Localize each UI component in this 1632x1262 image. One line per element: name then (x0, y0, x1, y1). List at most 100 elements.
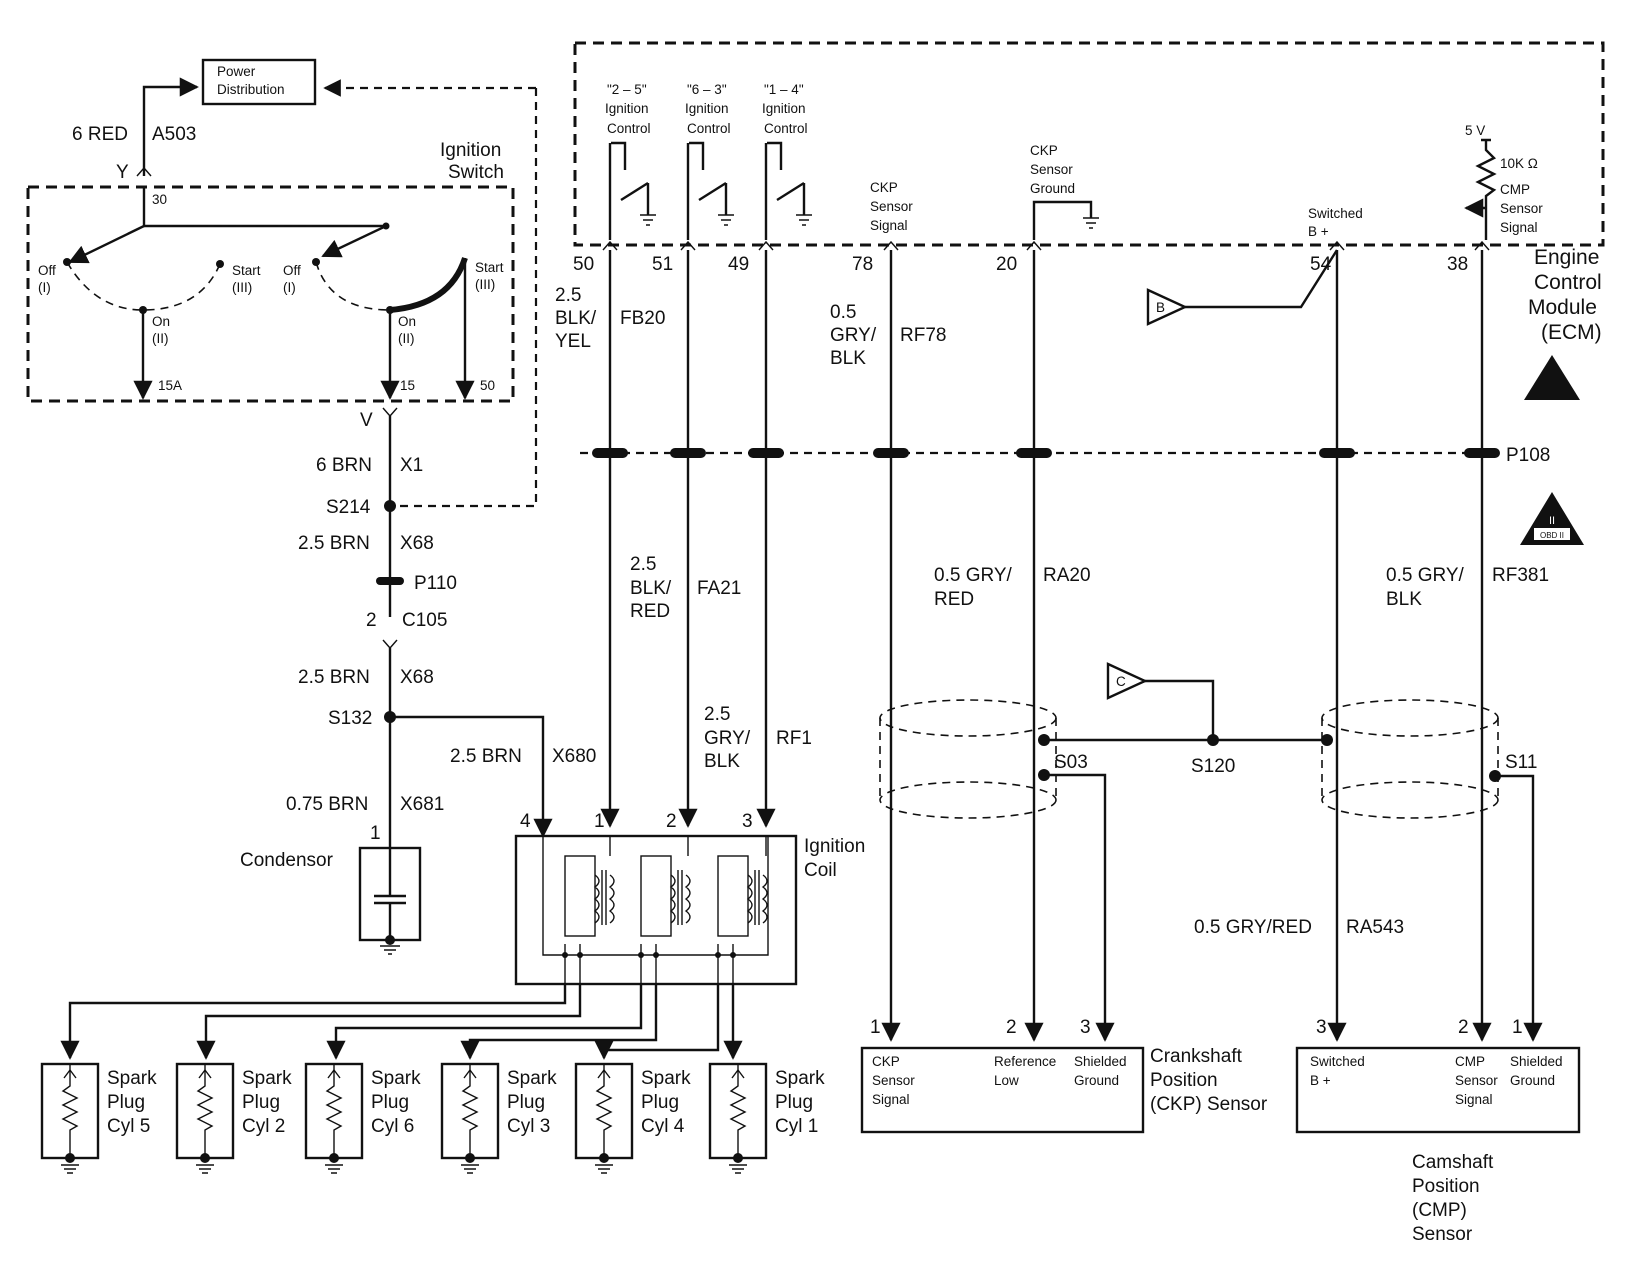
coil-output-arrows (562, 944, 736, 984)
spark-plug-label: Plug (107, 1092, 145, 1113)
ckp-box-shield-2: Ground (1074, 1073, 1119, 1088)
wire-fa21-color-1: BLK/ (630, 578, 672, 599)
ecm-name-2: Control (1534, 271, 1602, 294)
wire-rf381-color-2: BLK (1386, 589, 1422, 610)
ignition-switch-line-1: Ignition (440, 140, 501, 161)
cmp-pin-2: 2 (1458, 1017, 1469, 1038)
wire-ra543-color: 0.5 GRY/RED (1194, 917, 1312, 938)
wire-25brn-label-3: 2.5 BRN (450, 746, 522, 767)
ecm-pin-49: 49 (728, 254, 749, 275)
ecm-pin-78: 78 (852, 254, 873, 275)
ignition-coil-label-2: Coil (804, 860, 837, 881)
power-distribution: Power Distribution (201, 58, 317, 106)
ignition-switch-line-2: Switch (448, 162, 504, 183)
power-distribution-line-1: Power (217, 64, 256, 79)
splice-s214-dot (384, 500, 396, 512)
ckp-ground-icon (1083, 217, 1099, 229)
switch-terminal-30: 30 (152, 192, 167, 207)
cmp-sensor: 3 2 1 Switched B + CMP Sensor Signal Shi… (1295, 1017, 1581, 1245)
spark-plug-label: Plug (507, 1092, 545, 1113)
connector-y-symbol (136, 166, 152, 177)
cmp-name-2: Position (1412, 1176, 1480, 1197)
obd-ii-text: OBD II (1540, 531, 1564, 540)
ecm-pin-20: 20 (996, 254, 1017, 275)
spark-plug-label: Plug (242, 1092, 280, 1113)
ecm-switched-b-2: B + (1308, 224, 1329, 239)
ground-icon (196, 1164, 214, 1174)
coil-pin-4: 4 (520, 811, 531, 832)
switch-off-1-roman: (I) (38, 280, 51, 295)
wire-ra20-color-2: RED (934, 589, 974, 610)
ign-ctrl-14-label-2: Ignition (762, 101, 806, 116)
wire-ckp-shield-ground (1044, 773, 1115, 1042)
cmp-shield (1321, 699, 1499, 819)
ckp-shield (879, 699, 1057, 819)
wire-fa21-size: 2.5 (630, 554, 656, 575)
switch-off-1: Off (38, 263, 56, 278)
cmp-box-shield-2: Ground (1510, 1073, 1555, 1088)
wire-a503 (142, 77, 199, 176)
wire-fb20-color-1: BLK/ (555, 308, 597, 329)
switch-on-1-roman: (II) (152, 331, 169, 346)
wire-25brn-label-1: 2.5 BRN (298, 533, 370, 554)
wire-rf78-color-2: BLK (830, 348, 866, 369)
circuit-fb20-label: FB20 (620, 308, 665, 329)
switch-arm-2 (321, 224, 387, 258)
spark-plug-label: Cyl 3 (507, 1116, 550, 1137)
condensor: Condensor (240, 846, 422, 955)
ckp-pin-3: 3 (1080, 1017, 1091, 1038)
ecm-name-3: Module (1528, 296, 1597, 319)
ign-ctrl-25-label-2: Ignition (605, 101, 649, 116)
reference-c-flag (1106, 662, 1148, 700)
spark-plug-label: Spark (641, 1068, 691, 1089)
switch-terminal-15: 15 (400, 378, 415, 393)
ckp-pin-1: 1 (870, 1017, 881, 1038)
spark-plug-wires (60, 984, 743, 1060)
cmp-box-switched-2: B + (1310, 1073, 1331, 1088)
wire-25brn-label-2: 2.5 BRN (298, 667, 370, 688)
cmp-box-shield-1: Shielded (1510, 1054, 1563, 1069)
ignition-control-drivers: "2 – 5" Ignition Control "6 – 3" Ignitio… (605, 82, 812, 240)
switch-terminal-15a: 15A (158, 378, 182, 393)
ground-icon (461, 1164, 479, 1174)
splice-s03-label: S03 (1054, 752, 1088, 773)
wire-rf381-color-1: 0.5 GRY/ (1386, 565, 1465, 586)
ecm-5v-label: 5 V (1465, 123, 1485, 138)
switch-off-2-roman: (I) (283, 280, 296, 295)
ecm-ckp-ground-3: Ground (1030, 181, 1075, 196)
cmp-name-1: Camshaft (1412, 1152, 1494, 1173)
cmp-pin-1: 1 (1512, 1017, 1523, 1038)
circuit-a503-label: A503 (152, 124, 196, 145)
coil-pin-2: 2 (666, 811, 677, 832)
ign-ctrl-ground-icons (640, 214, 812, 226)
ecm-switched-b-1: Switched (1308, 206, 1363, 221)
spark-plug-label: Plug (641, 1092, 679, 1113)
reference-c-wire (1145, 679, 1215, 740)
ecm-pin-38: 38 (1447, 254, 1468, 275)
ckp-box-ref-2: Low (994, 1073, 1019, 1088)
wire-fb20-size: 2.5 (555, 285, 581, 306)
ecm-pin-51: 51 (652, 254, 673, 275)
ecm-cmp-signal-3: Signal (1500, 220, 1538, 235)
wire-cmp-shield-ground (1495, 774, 1543, 1042)
cmp-name-3: (CMP) (1412, 1200, 1467, 1221)
ckp-box-ref-1: Reference (994, 1054, 1056, 1069)
ecm-connector-symbols (602, 240, 1490, 251)
reference-b-label: B (1156, 300, 1165, 315)
circuit-x680-label: X680 (552, 746, 596, 767)
wire-rf78-color-1: GRY/ (830, 325, 877, 346)
spark-plug-label: Spark (507, 1068, 557, 1089)
cmp-box-signal-3: Signal (1455, 1092, 1493, 1107)
ecm-10k-label: 10K Ω (1500, 156, 1538, 171)
ecm-pin-54: 54 (1310, 254, 1332, 275)
ignition-coil: 4 1 2 3 Ignition Coil (514, 811, 865, 986)
wire-rf1-color-2: BLK (704, 751, 740, 772)
ground-icon (61, 1164, 79, 1174)
circuit-rf1-label: RF1 (776, 728, 812, 749)
esd-warning-icon (1524, 355, 1580, 400)
ign-ctrl-14-label-1: "1 – 4" (764, 82, 804, 97)
spark-plug-label: Plug (775, 1092, 813, 1113)
